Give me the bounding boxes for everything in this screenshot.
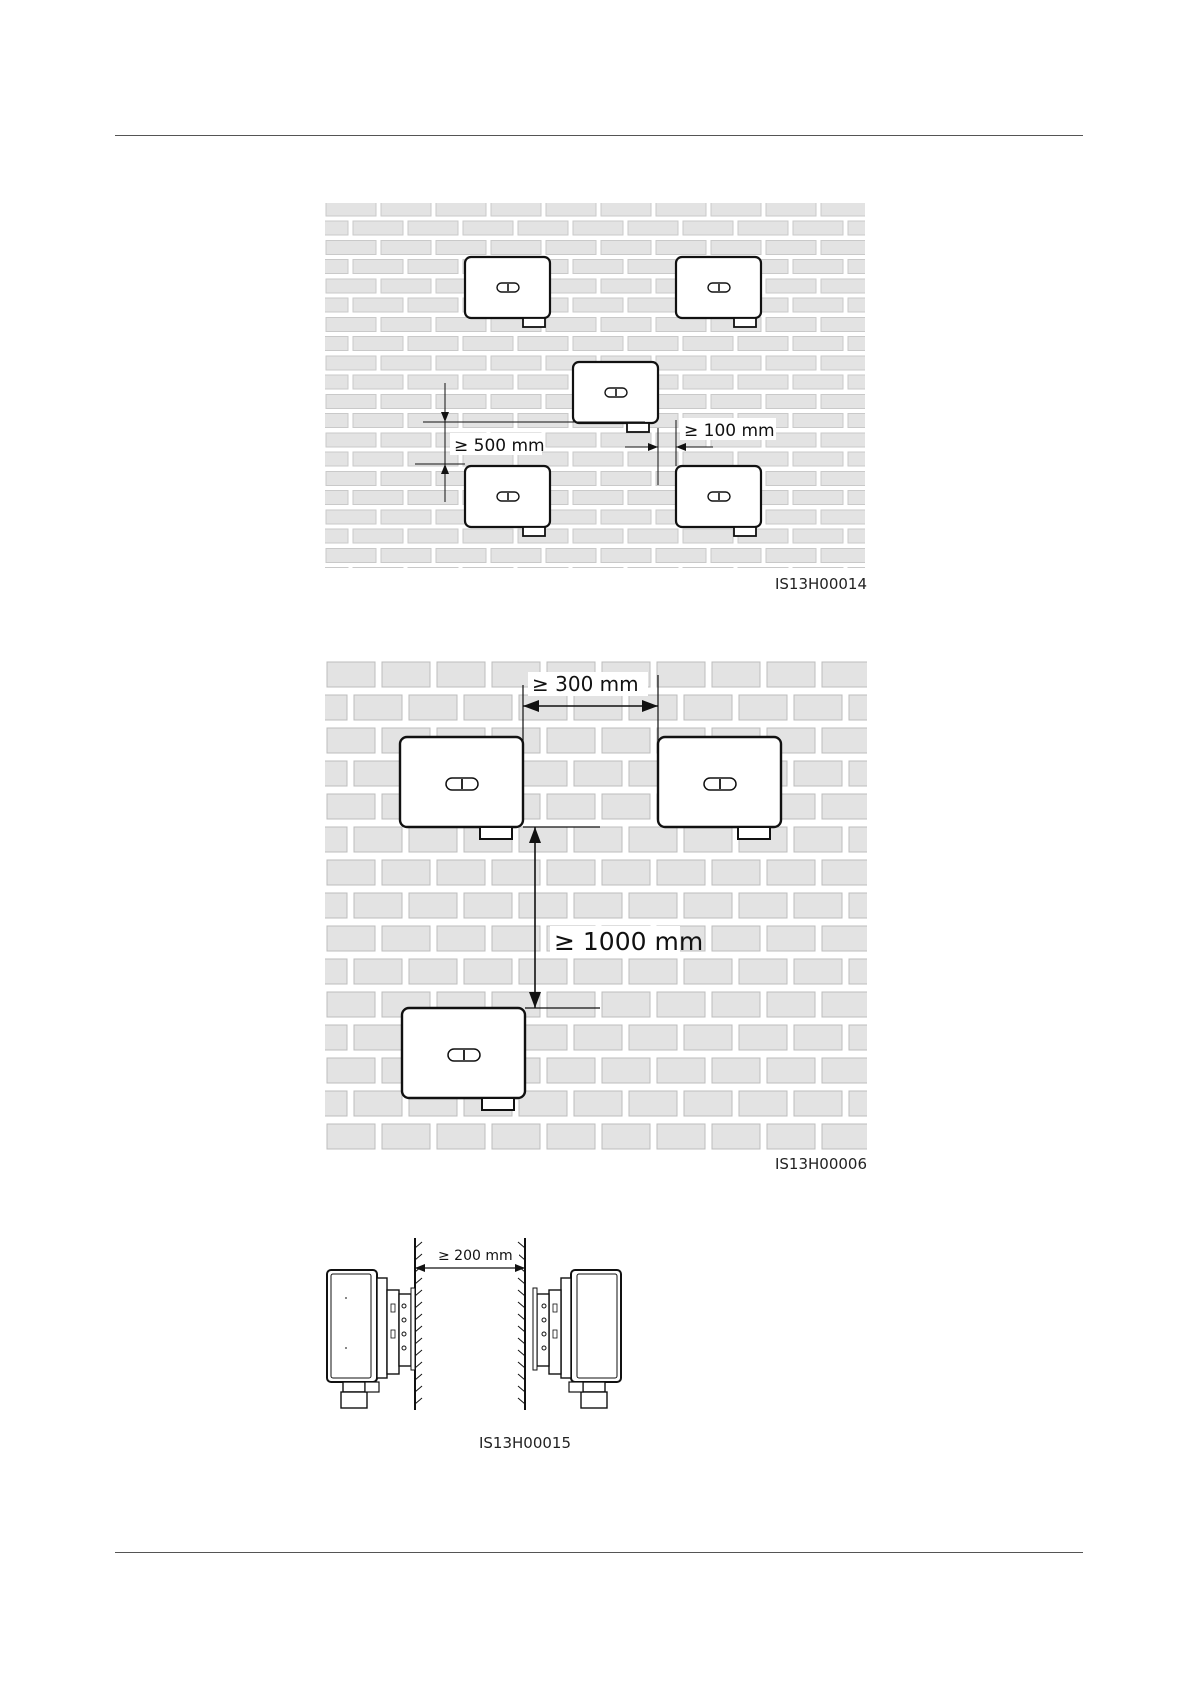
inverter-lower-left <box>402 1008 525 1110</box>
footer-rule <box>115 1552 1083 1553</box>
figure-2-aligned-layout: ≥ 300 mm ≥ 1000 mm IS13H00006 <box>325 660 867 1170</box>
label-vertical-spacing: ≥ 1000 mm <box>554 927 703 956</box>
figure-code: IS13H00006 <box>775 1155 867 1170</box>
inverter-top-right <box>676 257 761 327</box>
inverter-bottom-left <box>465 466 550 536</box>
left-wall <box>415 1238 422 1410</box>
figure-code: IS13H00015 <box>479 1434 571 1452</box>
inverter-top-left <box>465 257 550 327</box>
label-back-to-back-spacing: ≥ 200 mm <box>438 1248 513 1264</box>
figure-code: IS13H00014 <box>775 575 867 593</box>
figure-3-back-to-back-layout: ≥ 200 mm IS13H00015 <box>325 1238 625 1458</box>
label-vertical-spacing: ≥ 500 mm <box>454 436 545 456</box>
header-rule <box>115 135 1083 136</box>
inverter-side-view-left <box>327 1270 415 1408</box>
inverter-upper-left <box>400 737 523 839</box>
label-horizontal-spacing: ≥ 100 mm <box>684 421 775 441</box>
figure-1-staggered-layout: ≥ 500 mm ≥ 100 mm IS13H00014 <box>325 200 867 595</box>
label-horizontal-spacing: ≥ 300 mm <box>532 672 639 696</box>
inverter-bottom-right <box>676 466 761 536</box>
right-wall <box>518 1238 525 1410</box>
inverter-side-view-right <box>533 1270 621 1408</box>
inverter-upper-right <box>658 737 781 839</box>
